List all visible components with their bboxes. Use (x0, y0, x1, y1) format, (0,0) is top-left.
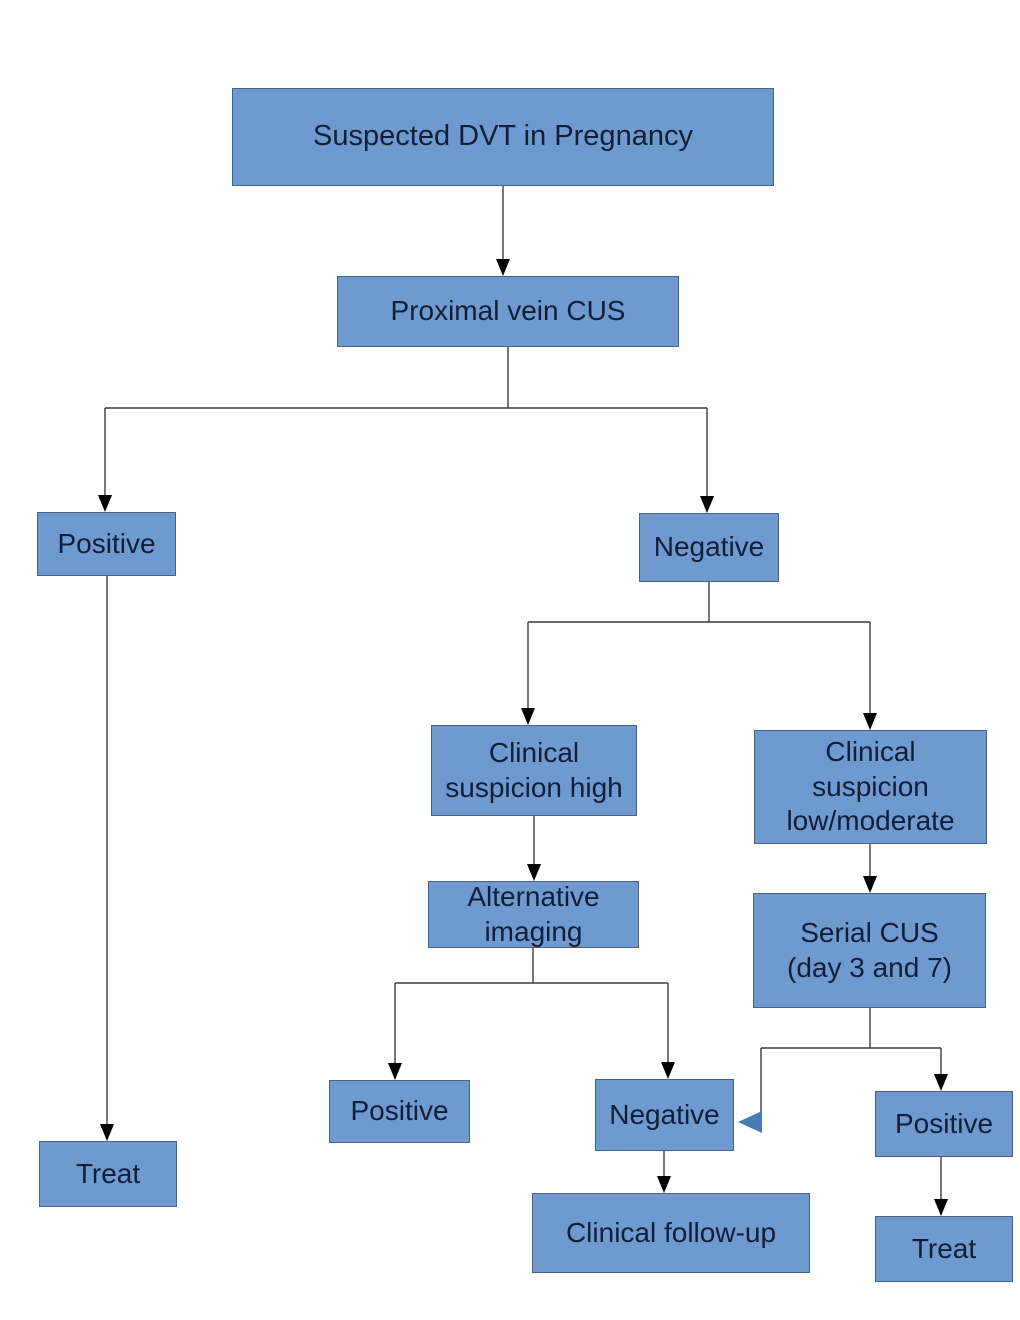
connector-negative-split (521, 582, 877, 730)
node-alternative-imaging: Alternative imaging (428, 881, 639, 948)
node-serial-cus: Serial CUS (day 3 and 7) (753, 893, 986, 1008)
connector-alternative-split (388, 948, 675, 1080)
node-treat-proximal-positive: Treat (39, 1141, 177, 1207)
connector-proximal-split (98, 347, 714, 513)
node-negative-alt-imaging: Negative (595, 1079, 734, 1151)
connector-high-to-alternative (527, 816, 541, 881)
connector-positive-to-treat-right (934, 1157, 948, 1216)
node-negative-proximal: Negative (639, 513, 779, 582)
connector-serial-split (738, 1008, 948, 1133)
node-clinical-suspicion-low-moderate: Clinical suspicion low/moderate (754, 730, 987, 844)
connector-negative-to-followup (657, 1151, 671, 1193)
node-suspected-dvt: Suspected DVT in Pregnancy (232, 88, 774, 186)
node-positive-proximal: Positive (37, 512, 176, 576)
node-clinical-suspicion-high: Clinical suspicion high (431, 725, 637, 816)
connector-positive-to-treat (100, 576, 114, 1141)
node-positive-serial-cus: Positive (875, 1091, 1013, 1157)
node-proximal-vein-cus: Proximal vein CUS (337, 276, 679, 347)
node-positive-alt-imaging: Positive (329, 1080, 470, 1143)
node-clinical-follow-up: Clinical follow-up (532, 1193, 810, 1273)
connector-low-to-serial (863, 844, 877, 893)
connector-suspected-to-proximal (496, 186, 510, 276)
node-treat-serial-positive: Treat (875, 1216, 1013, 1282)
